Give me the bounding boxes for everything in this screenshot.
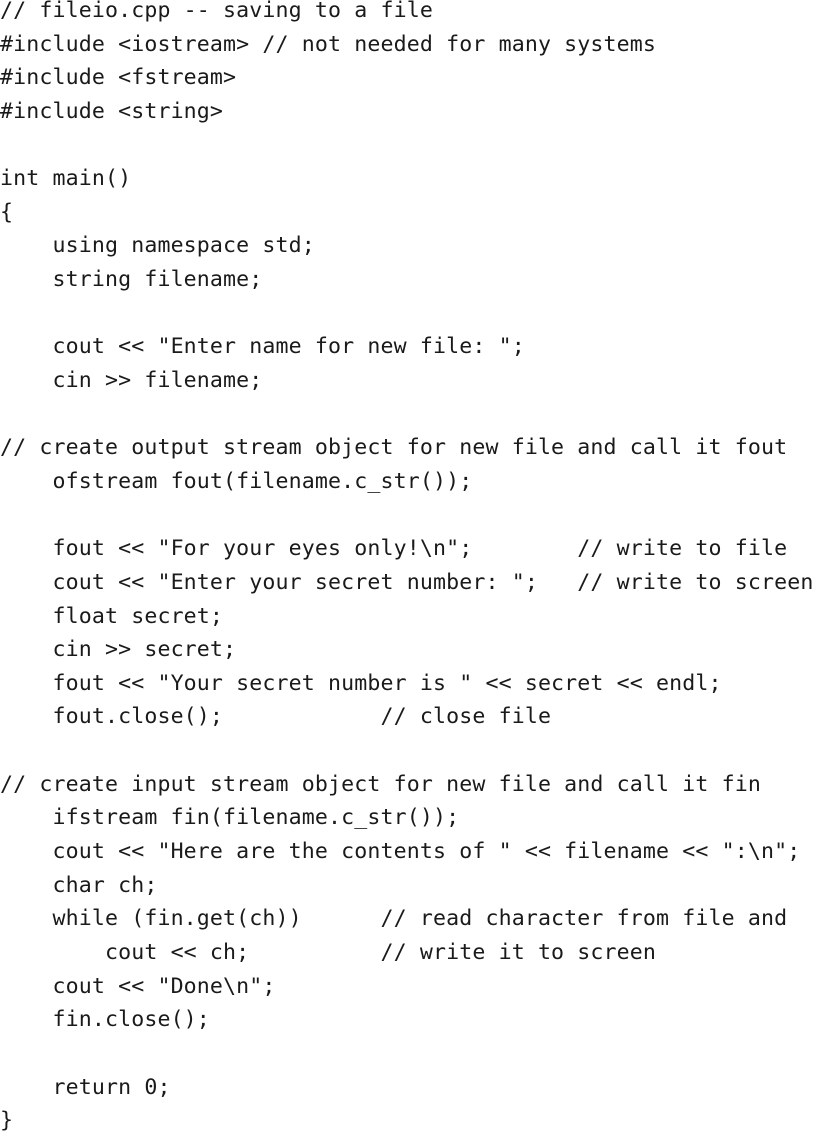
- code-line: float secret;: [0, 603, 224, 629]
- code-line: char ch;: [0, 872, 158, 898]
- code-line: [0, 734, 813, 768]
- code-line: #include <string>: [0, 98, 224, 124]
- code-line: ifstream fin(filename.c_str());: [0, 805, 460, 831]
- code-line: [0, 398, 813, 432]
- code-line: return 0;: [0, 1074, 171, 1100]
- code-line: // fileio.cpp -- saving to a file: [0, 0, 433, 23]
- code-line: fout << "Your secret number is " << secr…: [0, 670, 722, 696]
- code-line: {: [0, 199, 14, 225]
- code-line: using namespace std;: [0, 233, 315, 259]
- code-line: cout << "Enter your secret number: "; //…: [0, 569, 814, 595]
- code-line: fout.close(); // close file: [0, 704, 552, 730]
- code-line: fout << "For your eyes only!\n"; // writ…: [0, 536, 788, 562]
- code-line: cin >> filename;: [0, 368, 263, 394]
- code-line: // create input stream object for new fi…: [0, 771, 761, 797]
- code-line: // create output stream object for new f…: [0, 435, 788, 461]
- code-line: while (fin.get(ch)) // read character fr…: [0, 906, 788, 932]
- code-line: cin >> secret;: [0, 637, 237, 663]
- code-line: cout << "Enter name for new file: ";: [0, 334, 525, 360]
- code-line: }: [0, 1108, 14, 1134]
- code-line: ofstream fout(filename.c_str());: [0, 468, 473, 494]
- code-line: cout << "Done\n";: [0, 973, 276, 999]
- code-line: int main(): [0, 166, 132, 192]
- code-line: cout << "Here are the contents of " << f…: [0, 839, 801, 865]
- code-line: cout << ch; // write it to screen: [0, 939, 657, 965]
- code-line: [0, 297, 813, 331]
- code-line: [0, 1037, 813, 1071]
- code-line: [0, 129, 813, 163]
- code-line: [0, 499, 813, 533]
- code-line: #include <fstream>: [0, 65, 237, 91]
- code-line: string filename;: [0, 267, 263, 293]
- code-line: #include <iostream> // not needed for ma…: [0, 31, 657, 57]
- code-line: fin.close();: [0, 1007, 210, 1033]
